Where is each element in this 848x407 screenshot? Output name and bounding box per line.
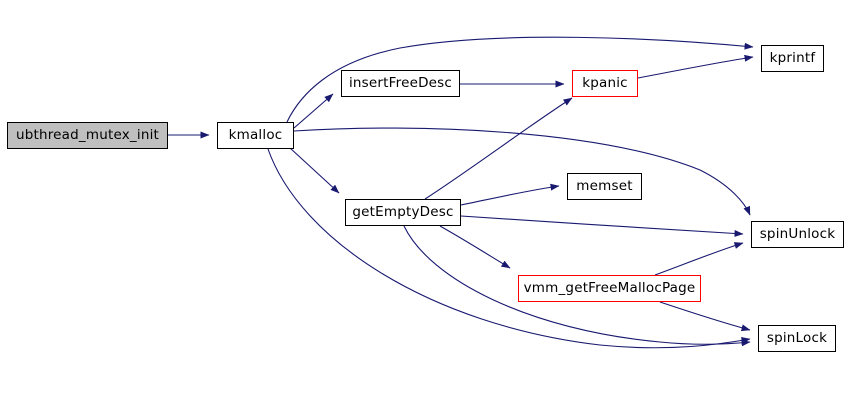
graph-node-kprintf[interactable]: kprintf xyxy=(761,45,824,72)
graph-edges xyxy=(168,36,754,349)
graph-node-label: kpanic xyxy=(582,74,628,91)
graph-node-kmalloc[interactable]: kmalloc xyxy=(217,122,294,149)
graph-node-label: spinLock xyxy=(766,329,828,346)
graph-node-ubthread_mutex_init[interactable]: ubthread_mutex_init xyxy=(7,122,168,149)
graph-node-memset[interactable]: memset xyxy=(567,173,642,200)
graph-edge-vmm_getFreeMallocPage-to-spinLock xyxy=(659,301,751,332)
graph-edge-kmalloc-to-spinUnlock xyxy=(293,127,751,216)
graph-node-label: ubthread_mutex_init xyxy=(15,126,160,143)
graph-edge-getEmptyDesc-to-spinUnlock xyxy=(460,215,744,237)
graph-node-label: insertFreeDesc xyxy=(348,74,453,91)
graph-node-label: kmalloc xyxy=(228,126,283,143)
graph-edge-kmalloc-to-kprintf xyxy=(286,36,754,123)
graph-edge-kpanic-to-kprintf xyxy=(637,54,754,79)
graph-node-label: vmm_getFreeMallocPage xyxy=(523,279,696,296)
graph-node-label: kprintf xyxy=(769,49,816,66)
graph-node-vmm_getFreeMallocPage[interactable]: vmm_getFreeMallocPage xyxy=(518,275,701,302)
graph-node-insertFreeDesc[interactable]: insertFreeDesc xyxy=(341,70,460,97)
graph-edge-kmalloc-to-getEmptyDesc xyxy=(289,147,340,194)
graph-node-spinLock[interactable]: spinLock xyxy=(758,325,836,352)
graph-edge-getEmptyDesc-to-kpanic xyxy=(424,97,573,200)
graph-node-kpanic[interactable]: kpanic xyxy=(572,70,638,97)
graph-edge-getEmptyDesc-to-spinLock xyxy=(403,225,751,347)
graph-node-label: spinUnlock xyxy=(759,225,836,242)
graph-edge-getEmptyDesc-to-vmm_getFreeMallocPage xyxy=(439,225,511,269)
graph-edge-kmalloc-to-insertFreeDesc xyxy=(293,93,334,129)
graph-edge-getEmptyDesc-to-memset xyxy=(460,183,560,206)
graph-edge-vmm_getFreeMallocPage-to-spinUnlock xyxy=(654,242,744,276)
graph-node-label: memset xyxy=(576,177,633,194)
graph-edge-kmalloc-to-spinLock xyxy=(267,148,751,349)
graph-node-getEmptyDesc[interactable]: getEmptyDesc xyxy=(345,199,461,226)
graph-node-label: getEmptyDesc xyxy=(352,203,454,220)
graph-node-spinUnlock[interactable]: spinUnlock xyxy=(751,221,844,248)
